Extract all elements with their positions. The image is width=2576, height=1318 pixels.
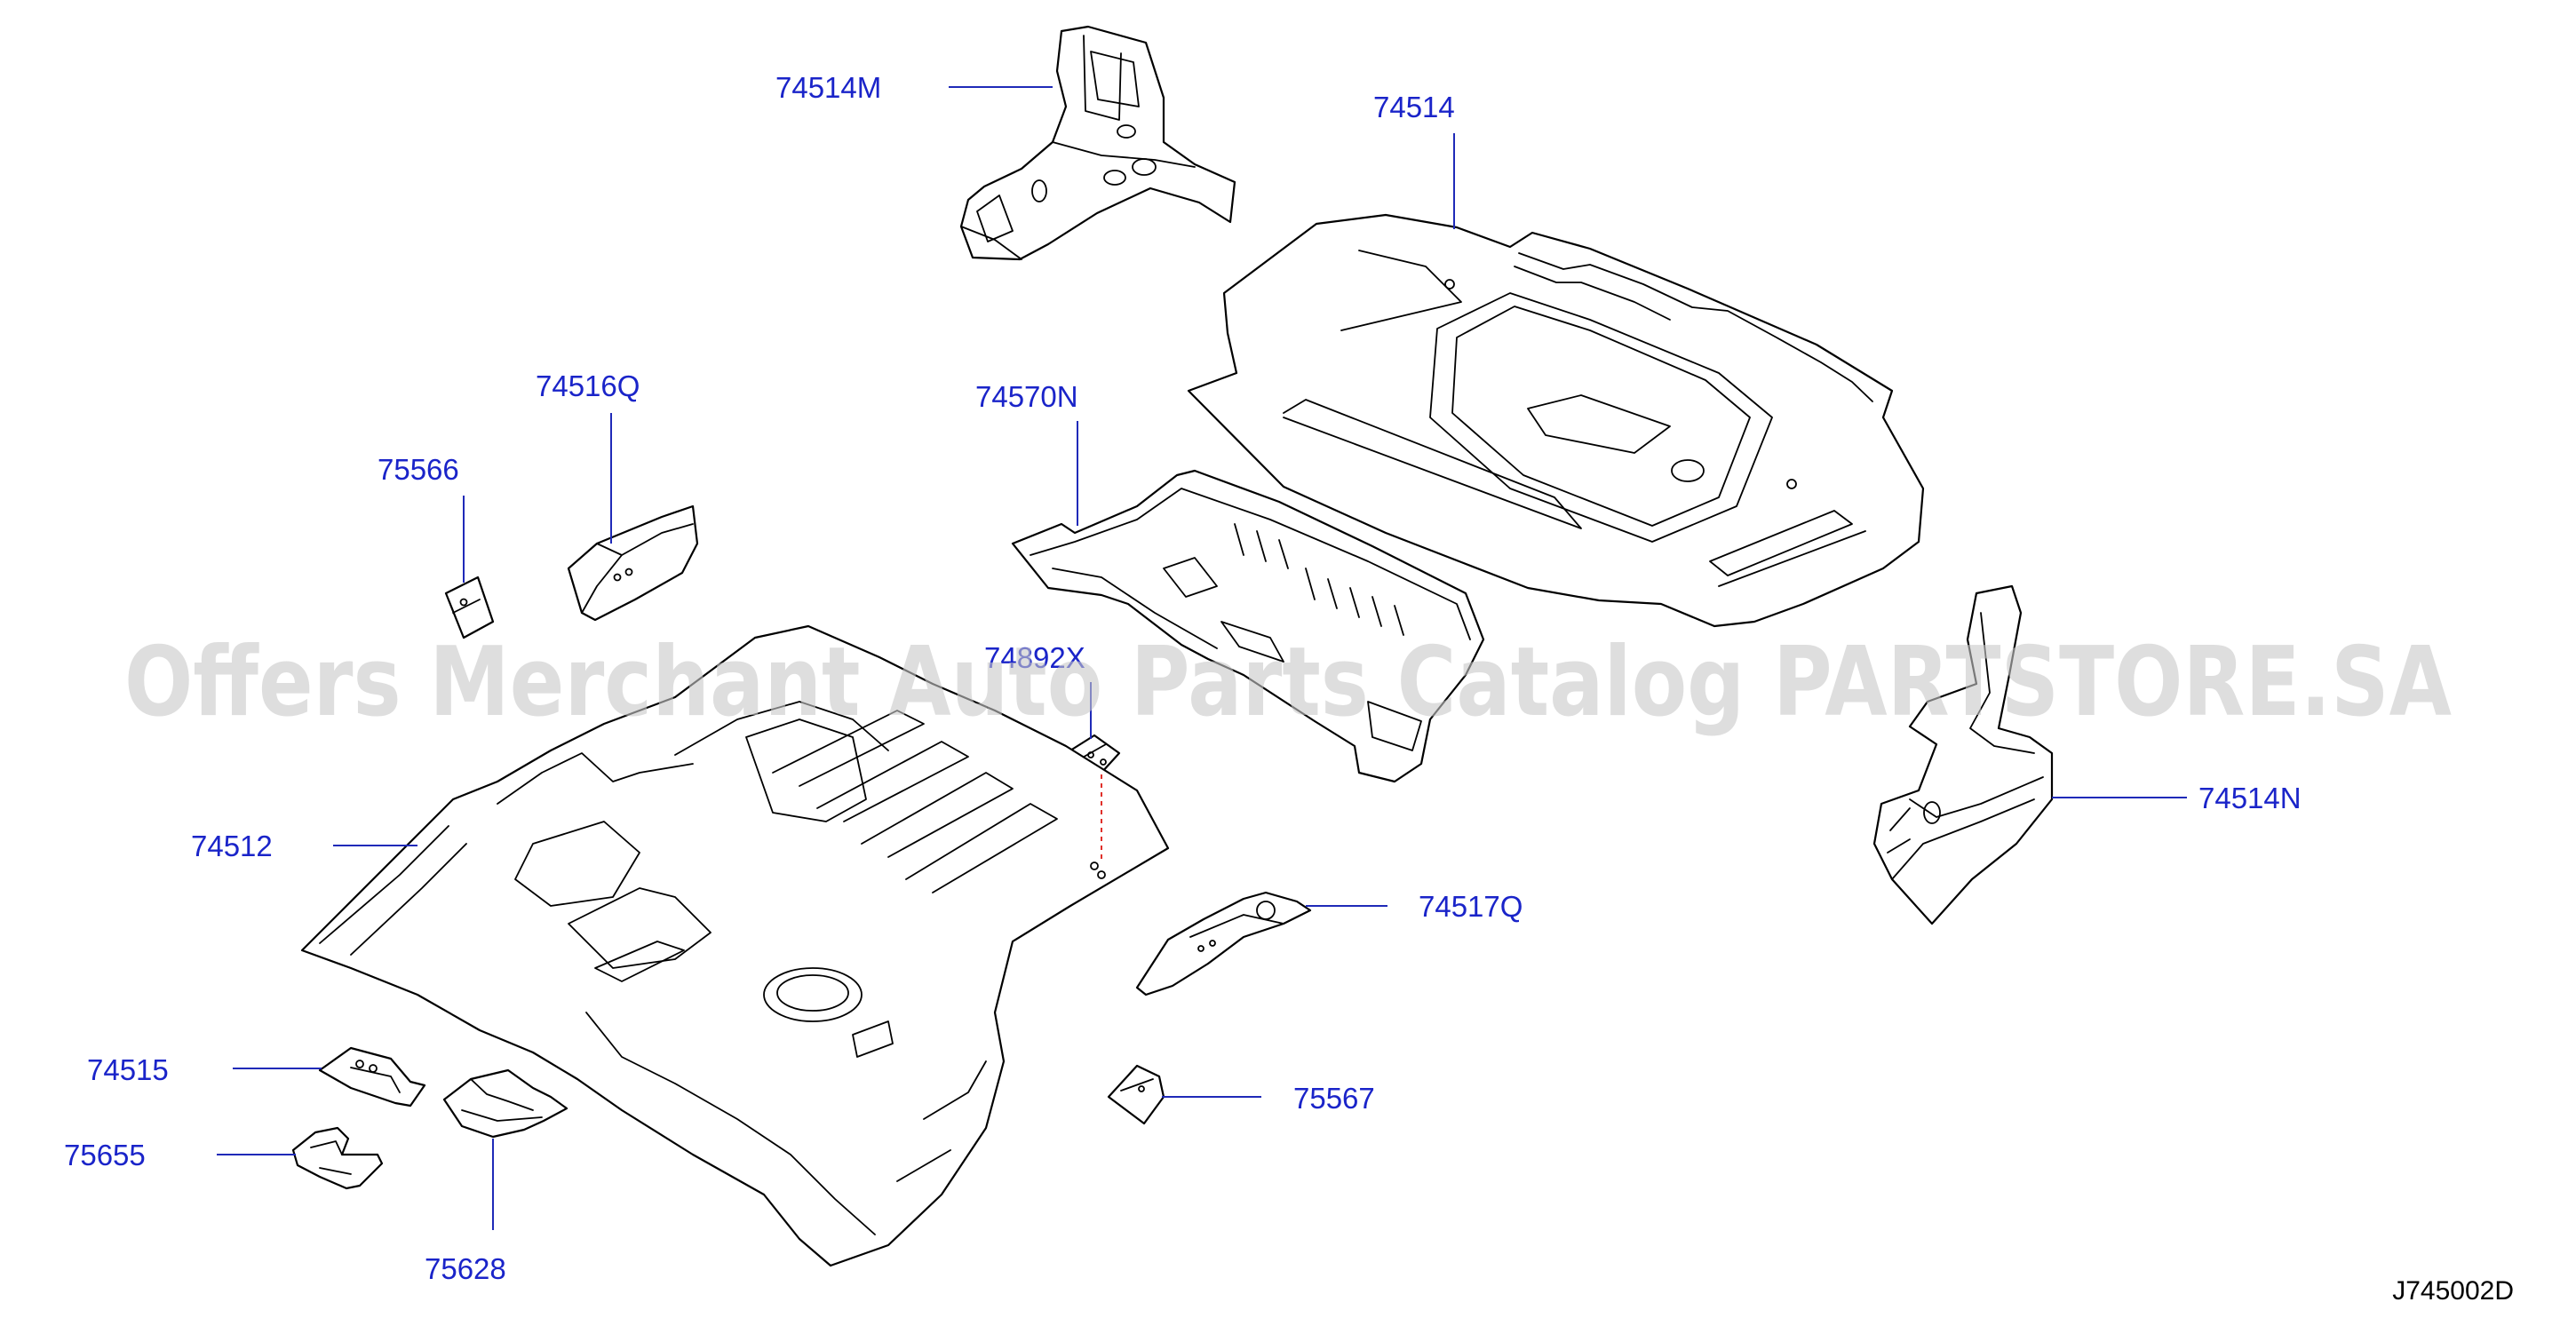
part-75655-drawing[interactable] xyxy=(291,1126,384,1190)
callout-74516Q[interactable]: 74516Q xyxy=(536,369,640,402)
part-74514N-drawing[interactable] xyxy=(1872,584,2054,925)
part-74570N-drawing[interactable] xyxy=(1011,469,1485,783)
part-74517Q-drawing[interactable] xyxy=(1135,891,1312,996)
callout-labels: 74514M 74514 74516Q 75566 74570N 74892X … xyxy=(64,71,2302,1285)
callout-75628[interactable]: 75628 xyxy=(425,1252,506,1285)
callout-74514[interactable]: 74514 xyxy=(1373,91,1455,123)
watermark-text: Offers Merchant Auto Parts Catalog PARTS… xyxy=(124,627,2452,738)
diagram-code: J745002D xyxy=(2392,1276,2514,1306)
callout-74517Q[interactable]: 74517Q xyxy=(1419,890,1523,923)
callout-74892X[interactable]: 74892X xyxy=(984,641,1085,674)
part-74514M-drawing[interactable] xyxy=(959,25,1236,261)
callout-74515[interactable]: 74515 xyxy=(87,1053,169,1086)
part-74515-drawing[interactable] xyxy=(318,1046,426,1108)
callout-75567[interactable]: 75567 xyxy=(1293,1082,1375,1115)
callout-74514N[interactable]: 74514N xyxy=(2198,782,2302,814)
part-75566-drawing[interactable] xyxy=(444,576,495,639)
callout-75655[interactable]: 75655 xyxy=(64,1139,146,1171)
part-74512-drawing[interactable] xyxy=(300,624,1170,1267)
part-74514-drawing[interactable] xyxy=(1187,213,1925,628)
callout-74512[interactable]: 74512 xyxy=(191,830,273,862)
part-75567-drawing[interactable] xyxy=(1107,1064,1165,1125)
leader-lines xyxy=(217,86,2187,1230)
callout-74514M[interactable]: 74514M xyxy=(775,71,881,104)
callout-75566[interactable]: 75566 xyxy=(378,453,459,486)
part-74516Q-drawing[interactable] xyxy=(567,504,699,622)
callout-74570N[interactable]: 74570N xyxy=(975,380,1078,413)
part-75628-drawing[interactable] xyxy=(442,1068,568,1139)
